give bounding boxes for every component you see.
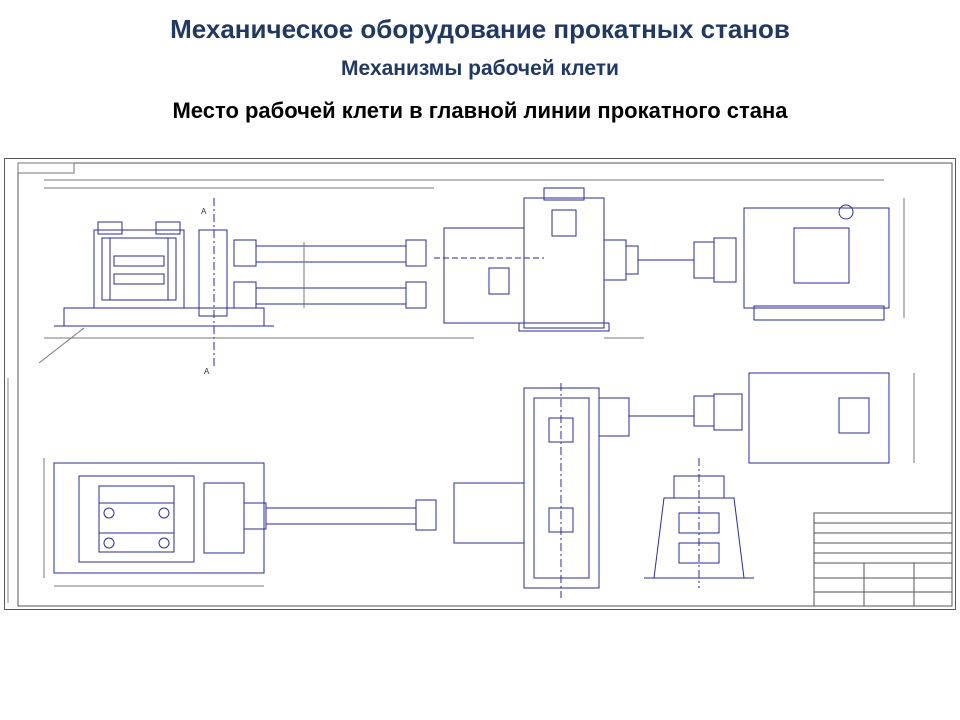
page-subtitle: Механизмы рабочей клети [341, 57, 619, 80]
section-label: А [204, 367, 210, 376]
spindle-plan [243, 499, 437, 531]
gearbox-plan [453, 383, 630, 598]
technical-drawing: А А [4, 158, 956, 610]
drawing-frame [4, 158, 956, 610]
coupling-elevation [603, 237, 737, 283]
title-block [813, 512, 953, 607]
pinion-stand-elevation [434, 227, 544, 324]
slide-heading: Место рабочей клети в главной линии прок… [172, 98, 788, 123]
working-stand-elevation [54, 198, 274, 368]
section-label: А [201, 207, 207, 216]
working-stand-plan [43, 458, 265, 587]
spindles-elevation [233, 239, 427, 309]
motor-plan [629, 372, 915, 464]
motor-elevation [743, 198, 905, 321]
page-title: Механическое оборудование прокатных стан… [170, 14, 790, 44]
section-view [644, 458, 754, 588]
gearbox-elevation [518, 187, 610, 332]
